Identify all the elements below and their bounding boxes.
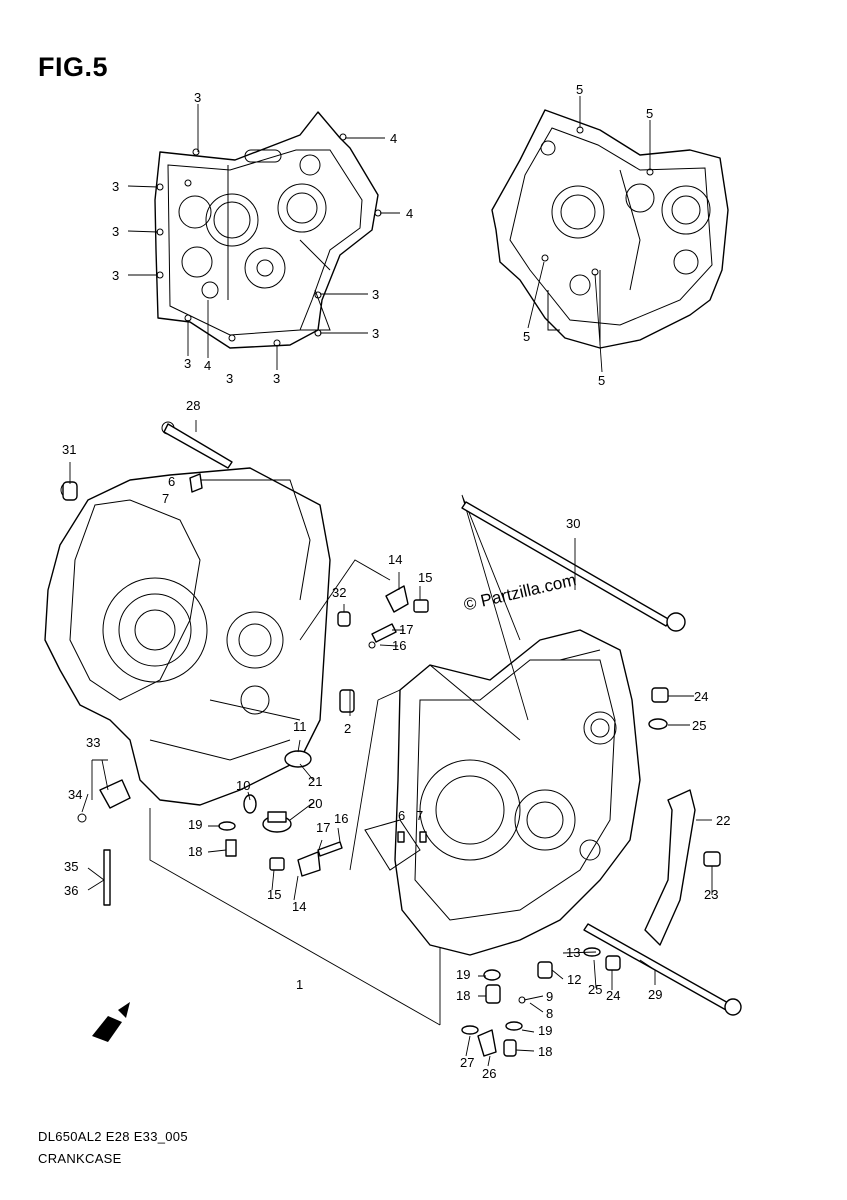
callout-34: 34 bbox=[68, 787, 82, 802]
callout-8: 8 bbox=[546, 1006, 553, 1021]
callout-7-left: 7 bbox=[162, 491, 169, 506]
callout-9: 9 bbox=[546, 989, 553, 1004]
label-4-right: 4 bbox=[406, 206, 413, 221]
callout-10: 10 bbox=[236, 778, 250, 793]
callout-28: 28 bbox=[186, 398, 200, 413]
callout-19-left: 19 bbox=[188, 817, 202, 832]
right-crankcase-half bbox=[364, 629, 641, 956]
callout-25-top: 25 bbox=[692, 718, 706, 733]
callout-16-bottom: 16 bbox=[334, 811, 348, 826]
stud-bolt-30 bbox=[461, 501, 686, 632]
diagram-name: CRANKCASE bbox=[38, 1151, 122, 1166]
callout-24-top: 24 bbox=[694, 689, 708, 704]
callout-24-bottom: 24 bbox=[606, 988, 620, 1003]
callout-2: 2 bbox=[344, 721, 351, 736]
callout-14-top: 14 bbox=[388, 552, 402, 567]
callout-19-mid: 19 bbox=[456, 967, 470, 982]
callout-1: 1 bbox=[296, 977, 303, 992]
top-left-bolt-labels: 3 4 3 4 3 3 3 3 4 3 3 3 bbox=[112, 90, 413, 386]
label-3-right-2: 3 bbox=[372, 326, 379, 341]
callout-27: 27 bbox=[460, 1055, 474, 1070]
callout-12: 12 bbox=[567, 972, 581, 987]
callout-labels: 1 2 6 7 6 7 8 9 10 11 12 13 14 14 15 15 … bbox=[62, 398, 730, 1081]
callout-17-bottom: 17 bbox=[316, 820, 330, 835]
callout-19-right: 19 bbox=[538, 1023, 552, 1038]
left-crankcase-half bbox=[44, 421, 331, 806]
callout-15-top: 15 bbox=[418, 570, 432, 585]
callout-26: 26 bbox=[482, 1066, 496, 1081]
label-3-bottom-3: 3 bbox=[273, 371, 280, 386]
callout-23: 23 bbox=[704, 887, 718, 902]
top-right-crankcase-view bbox=[491, 96, 729, 373]
callout-33: 33 bbox=[86, 735, 100, 750]
callout-25-bottom: 25 bbox=[588, 982, 602, 997]
label-3-left-1: 3 bbox=[112, 179, 119, 194]
callout-17-top: 17 bbox=[399, 622, 413, 637]
small-parts-right bbox=[397, 687, 721, 1057]
forward-arrow-icon bbox=[92, 1002, 130, 1042]
bracket-ref-1 bbox=[149, 808, 441, 1026]
diagram-code: DL650AL2 E28 E33_005 bbox=[38, 1129, 188, 1144]
label-3-top: 3 bbox=[194, 90, 201, 105]
callout-11: 11 bbox=[293, 719, 307, 734]
callout-6-right: 6 bbox=[398, 808, 405, 823]
bracket-plate-22 bbox=[644, 789, 696, 946]
label-5-upper: 5 bbox=[646, 106, 653, 121]
callout-15-bottom: 15 bbox=[267, 887, 281, 902]
figure-title: FIG.5 bbox=[38, 52, 109, 82]
label-5-bottom: 5 bbox=[598, 373, 605, 388]
label-4-bottom: 4 bbox=[204, 358, 211, 373]
callout-31: 31 bbox=[62, 442, 76, 457]
callout-32: 32 bbox=[332, 585, 346, 600]
callout-22: 22 bbox=[716, 813, 730, 828]
bolt-29 bbox=[583, 923, 742, 1016]
label-4-upper: 4 bbox=[390, 131, 397, 146]
small-parts-left bbox=[62, 473, 429, 906]
callout-6-left: 6 bbox=[168, 474, 175, 489]
label-5-left: 5 bbox=[523, 329, 530, 344]
callout-36: 36 bbox=[64, 883, 78, 898]
callout-14-bottom: 14 bbox=[292, 899, 306, 914]
callout-18-mid: 18 bbox=[456, 988, 470, 1003]
top-right-bolt-labels: 5 5 5 5 bbox=[523, 82, 653, 388]
label-5-top: 5 bbox=[576, 82, 583, 97]
callout-18-right: 18 bbox=[538, 1044, 552, 1059]
bracket-right bbox=[349, 494, 529, 871]
callout-29: 29 bbox=[648, 987, 662, 1002]
callout-18-left: 18 bbox=[188, 844, 202, 859]
callout-20: 20 bbox=[308, 796, 322, 811]
label-3-bottom-1: 3 bbox=[184, 356, 191, 371]
callout-16-top: 16 bbox=[392, 638, 406, 653]
label-3-left-3: 3 bbox=[112, 268, 119, 283]
label-3-bottom-2: 3 bbox=[226, 371, 233, 386]
label-3-right-1: 3 bbox=[372, 287, 379, 302]
callout-30: 30 bbox=[566, 516, 580, 531]
top-left-crankcase-view bbox=[127, 104, 400, 370]
callout-7-right: 7 bbox=[416, 808, 423, 823]
callout-35: 35 bbox=[64, 859, 78, 874]
label-3-left-2: 3 bbox=[112, 224, 119, 239]
